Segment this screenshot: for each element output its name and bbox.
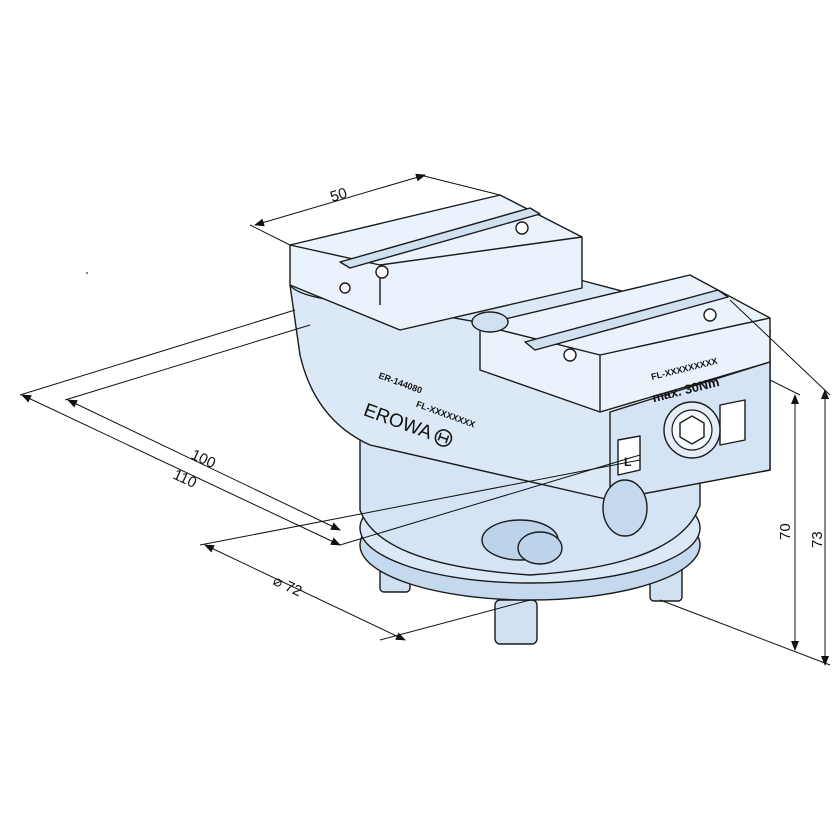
erowa-logo-icon	[434, 429, 453, 447]
hex-socket-icon	[663, 401, 721, 459]
front-jaw	[479, 274, 771, 413]
dim-width: 50	[328, 185, 349, 206]
rear-jaw	[289, 194, 583, 331]
dim-depth-a: 100	[188, 446, 218, 472]
dim-height-b: 73	[809, 531, 826, 548]
vise-body	[289, 194, 771, 645]
stray-mark	[86, 272, 88, 274]
dim-depth-b: 110	[170, 466, 199, 492]
spindle-rollers	[471, 311, 648, 565]
dimension-lines	[19, 173, 831, 666]
dim-height-a: 70	[777, 523, 794, 540]
dim-diameter: ⌀ 72	[270, 572, 304, 600]
